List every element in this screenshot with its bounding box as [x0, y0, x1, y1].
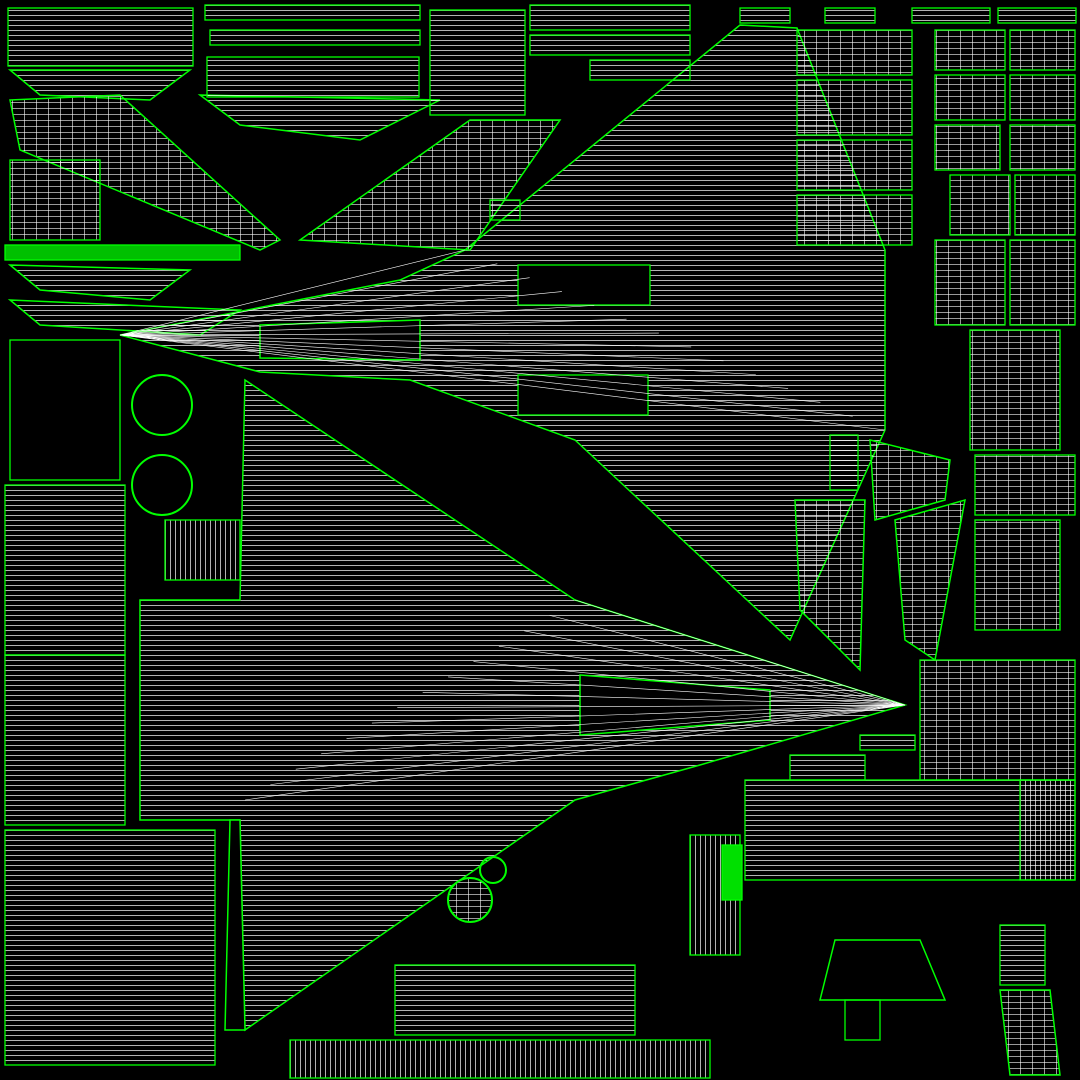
mesh-edge — [498, 645, 906, 706]
panel-island — [164, 519, 241, 581]
mesh-edge — [119, 291, 562, 336]
small-part-island — [529, 34, 691, 56]
intake-island — [9, 159, 101, 241]
tail-island — [297, 119, 562, 251]
small-part-island — [589, 59, 691, 81]
mesh-edge — [119, 332, 659, 336]
panel-island — [934, 124, 1001, 171]
cockpit-island-upper — [259, 319, 421, 361]
panel-island — [796, 29, 913, 76]
panel-island — [796, 139, 913, 191]
panel-island — [394, 964, 636, 1036]
panel-island — [974, 519, 1061, 631]
wheel-island — [479, 856, 507, 884]
mesh-edge — [473, 661, 906, 706]
nozzle-ring — [131, 374, 193, 436]
strip-island — [224, 819, 246, 1031]
panel-island — [919, 659, 1076, 781]
panel-island — [934, 29, 1006, 71]
panel-island — [1009, 74, 1076, 121]
tail-island — [9, 94, 282, 251]
mesh-edge — [119, 334, 724, 362]
panel-island — [934, 239, 1006, 326]
panel-island — [206, 56, 420, 98]
small-part-island — [529, 4, 691, 31]
panel-island — [1014, 174, 1076, 236]
mesh-edge — [119, 334, 853, 417]
mesh-edge — [119, 334, 789, 389]
fin-island — [869, 439, 951, 521]
panel-island — [1009, 29, 1076, 71]
panel-island — [4, 654, 126, 826]
mesh-edge — [422, 692, 906, 706]
panel-island — [7, 7, 194, 67]
panel-island — [289, 1039, 711, 1079]
seat-island — [819, 939, 947, 1001]
wing-strip — [7, 69, 193, 101]
small-part-island — [824, 7, 876, 24]
small-part-island — [911, 7, 991, 24]
small-part-island — [739, 7, 791, 24]
panel-island — [4, 484, 126, 656]
fin-island — [894, 498, 966, 662]
upper-fuselage-wing-island — [119, 24, 886, 642]
mesh-edge — [119, 318, 627, 336]
detail-island — [517, 264, 651, 306]
mesh-edge — [119, 334, 886, 431]
mesh-edge — [295, 704, 906, 770]
mesh-edge — [524, 630, 906, 706]
panel-island — [949, 174, 1011, 236]
mesh-edge — [119, 305, 595, 336]
mesh-edge — [119, 334, 756, 375]
wing-strip — [7, 264, 193, 301]
mesh-edge — [448, 676, 906, 706]
mesh-edge — [346, 704, 906, 739]
seat-island — [844, 999, 881, 1041]
engine-island — [999, 989, 1061, 1076]
mesh-edge — [119, 334, 821, 403]
nozzle-ring — [131, 454, 193, 516]
panel-island — [969, 329, 1061, 451]
mesh-edge — [119, 334, 692, 348]
lower-fuselage-wing-island — [139, 378, 908, 1032]
small-part-island — [204, 4, 421, 21]
mesh-edge — [119, 263, 498, 336]
mesh-edge — [549, 615, 906, 706]
wing-strip — [197, 94, 441, 141]
panel-island — [796, 194, 913, 246]
panel-island — [796, 79, 913, 136]
mesh-edge — [119, 277, 530, 336]
engine-island — [999, 924, 1046, 986]
small-part-island — [489, 199, 521, 221]
intake-island — [9, 339, 121, 481]
mesh-edge — [371, 704, 906, 724]
mesh-edge — [574, 599, 906, 706]
small-part-island — [997, 7, 1077, 24]
small-part-island — [429, 9, 526, 116]
panel-island — [974, 454, 1076, 516]
wheel-island — [447, 877, 493, 923]
accent-island — [721, 844, 743, 901]
panel-island — [1009, 124, 1076, 171]
small-part-island — [789, 754, 866, 781]
mesh-edge — [244, 704, 906, 801]
mesh-edge — [321, 704, 906, 755]
strip-island — [4, 244, 241, 261]
small-part-island — [209, 29, 421, 46]
panel-island — [934, 74, 1006, 121]
small-part-island — [859, 734, 916, 751]
fin-island — [794, 499, 866, 672]
small-part-island — [829, 434, 859, 491]
panel-island — [1009, 239, 1076, 326]
panel-island — [1019, 779, 1076, 881]
mesh-edge — [397, 704, 906, 708]
mesh-edge — [270, 704, 906, 785]
flap-island — [4, 829, 216, 1066]
mesh-edge — [119, 249, 466, 336]
